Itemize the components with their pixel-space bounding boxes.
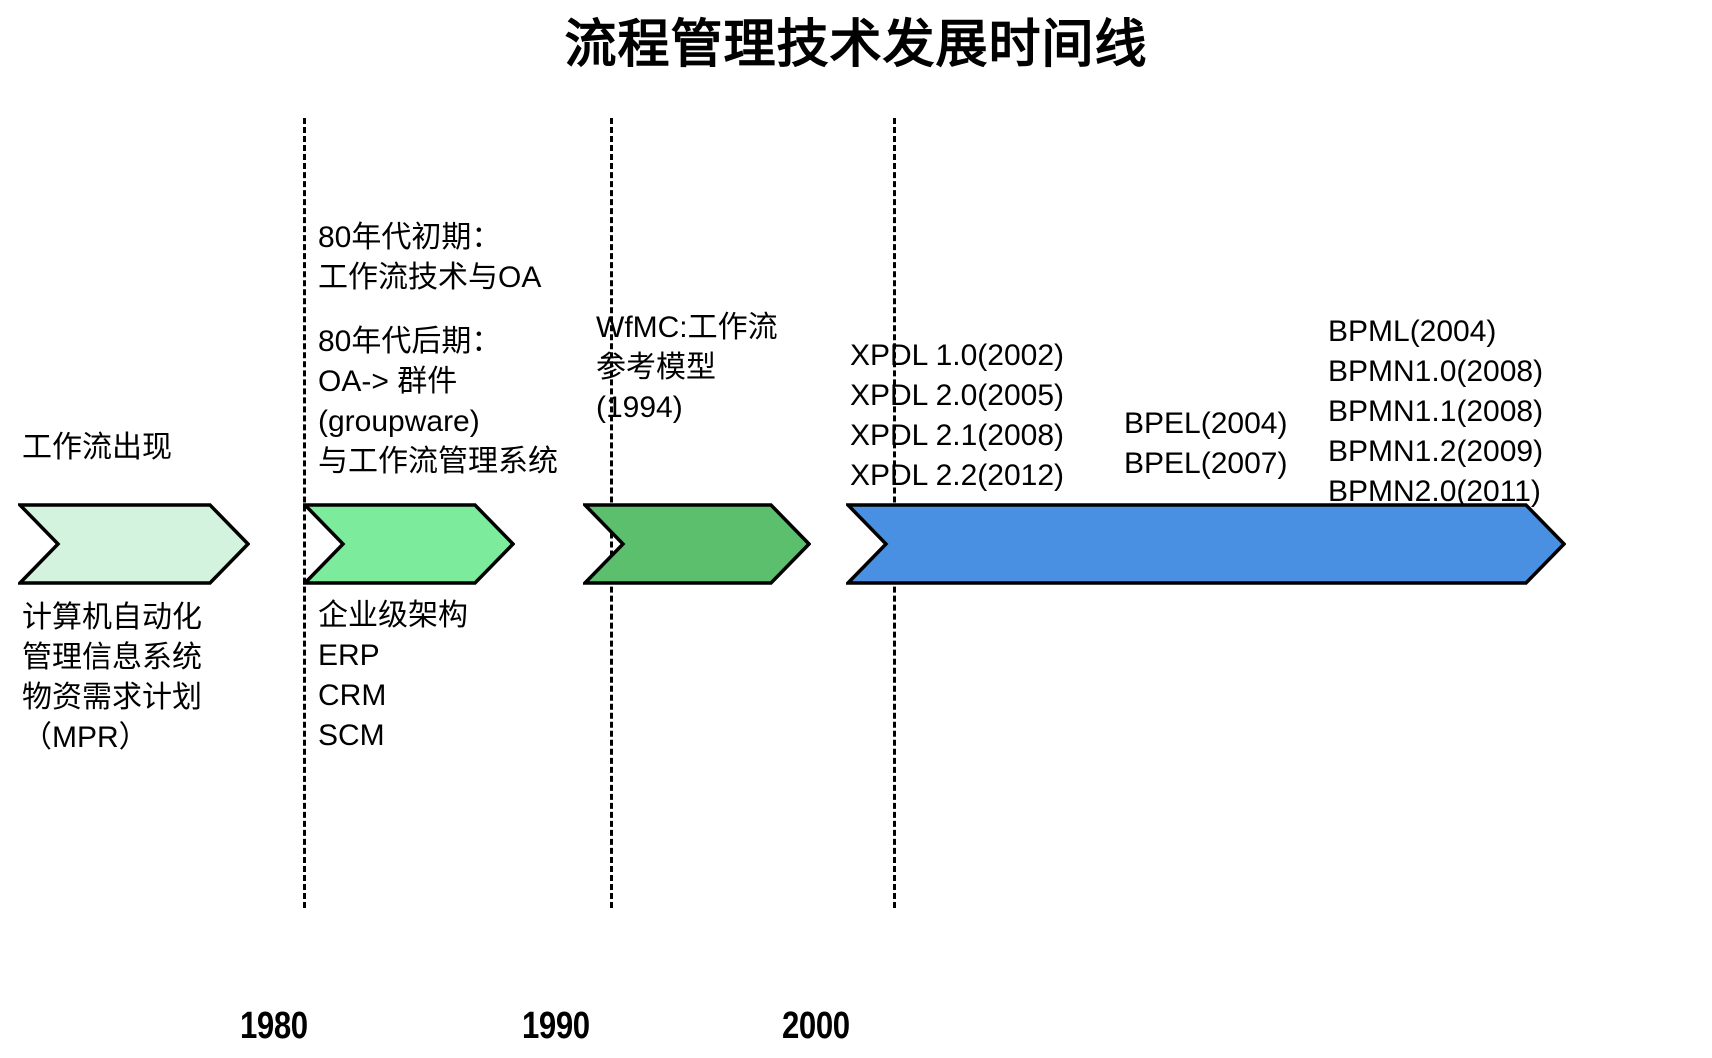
era-pre1980-label-below: 计算机自动化 管理信息系统 物资需求计划 （MPR） bbox=[22, 601, 202, 754]
year-tick-1980: 1980 bbox=[240, 1005, 308, 1047]
era-1980s-label-above-late: 80年代后期： OA-> 群件 (groupware) 与工作流管理系统 bbox=[318, 325, 558, 478]
page-title: 流程管理技术发展时间线 bbox=[564, 16, 1148, 74]
era-1980s-band bbox=[303, 503, 515, 585]
era-divider-1980 bbox=[303, 118, 306, 908]
era-1990s-band bbox=[583, 503, 811, 585]
year-tick-1990: 1990 bbox=[522, 1005, 590, 1047]
era-2000s-label-bpmn: BPML(2004) BPMN1.0(2008) BPMN1.1(2008) B… bbox=[1328, 315, 1544, 508]
era-2000s-label-bpel: BPEL(2004) BPEL(2007) bbox=[1124, 407, 1288, 480]
era-1980s-label-below: 企业级架构 ERP CRM SCM bbox=[318, 599, 468, 752]
era-2000s-band bbox=[846, 503, 1566, 585]
year-tick-2000: 2000 bbox=[782, 1005, 850, 1047]
era-2000s-label-xpdl: XPDL 1.0(2002) XPDL 2.0(2005) XPDL 2.1(2… bbox=[850, 339, 1065, 492]
era-1980s-label-above-early: 80年代初期： 工作流技术与OA bbox=[318, 221, 542, 294]
era-1990s-label-above: WfMC:工作流 参考模型 (1994) bbox=[596, 311, 778, 424]
era-pre1980-band bbox=[18, 503, 250, 585]
era-pre1980-label-above: 工作流出现 bbox=[22, 431, 172, 464]
